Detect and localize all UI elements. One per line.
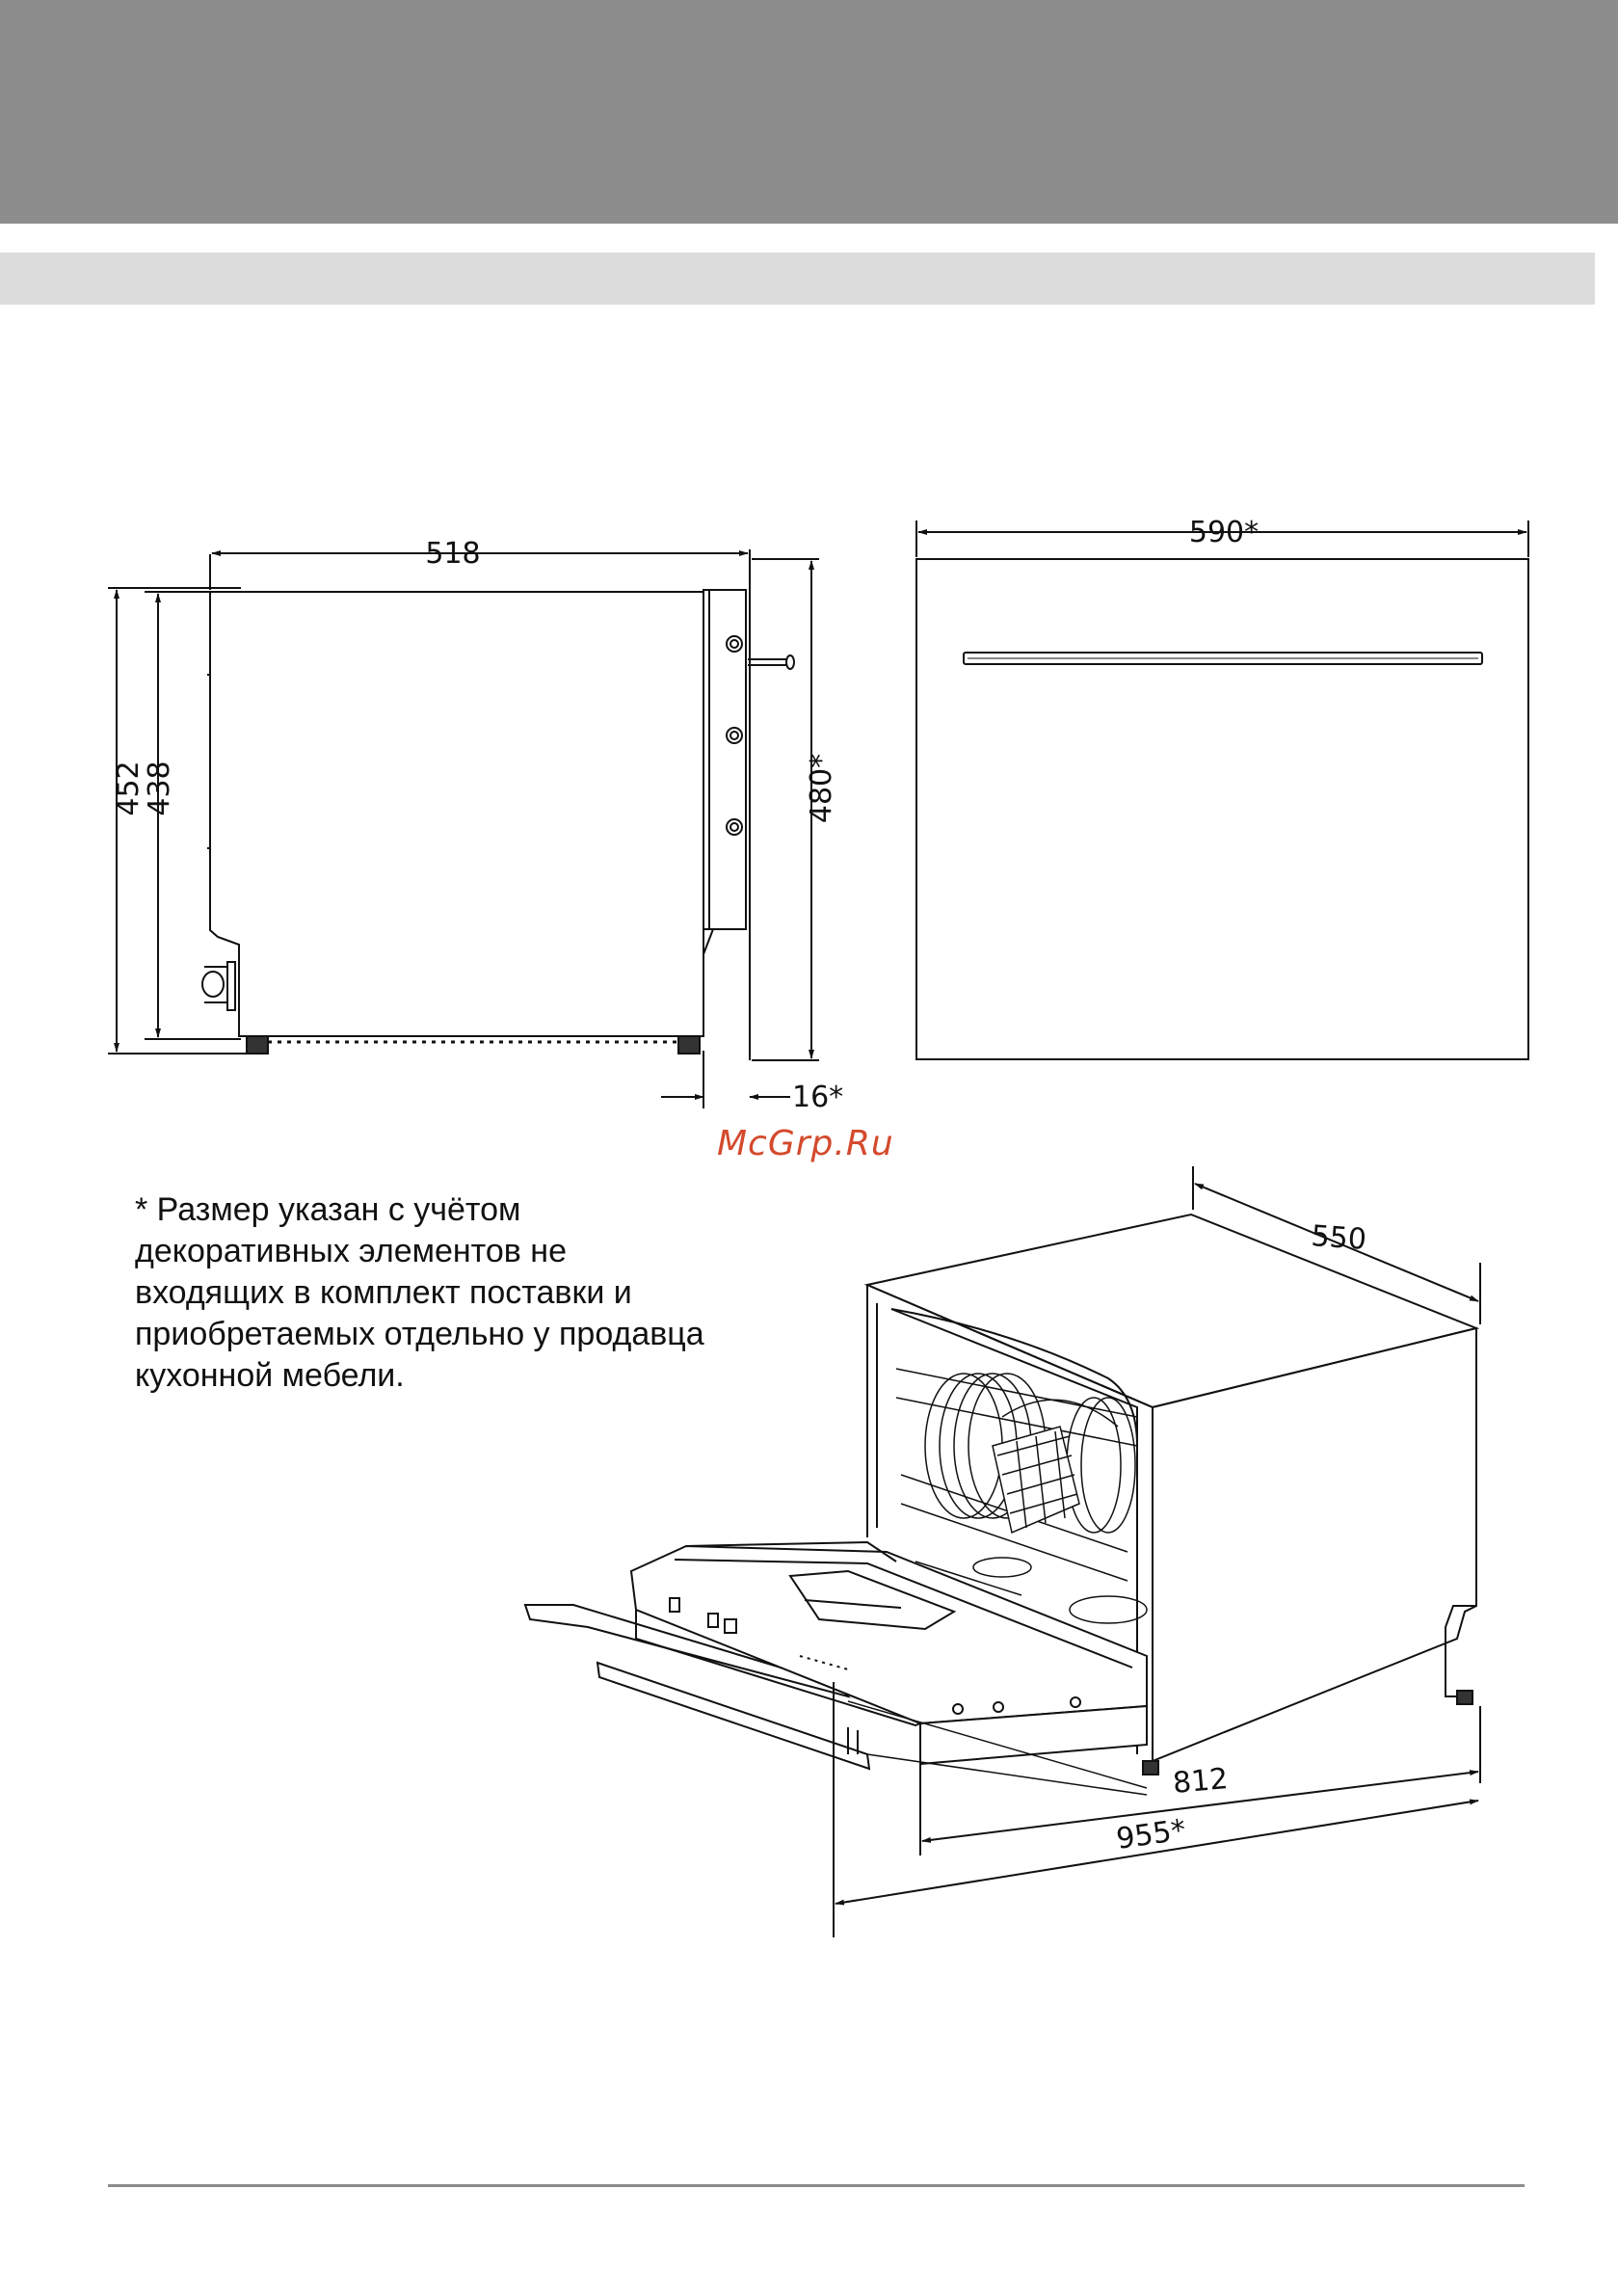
dim-side-height-body: 438 (143, 761, 176, 815)
front-view (916, 559, 1528, 1059)
dim-side-decor-depth: 16* (792, 1081, 843, 1114)
dim-side-height-decor: 480* (805, 754, 838, 823)
footnote: * Размер указан с учётом декоративных эл… (135, 1189, 809, 1397)
footnote-line: кухонной мебели. (135, 1355, 809, 1397)
footnote-line: приобретаемых отдельно у продавца (135, 1314, 809, 1355)
dim-side-width: 518 (425, 537, 480, 571)
footnote-line: входящих в комплект поставки и (135, 1272, 809, 1314)
watermark: McGrp.Ru (717, 1124, 894, 1163)
dim-perspective-open-depth: 812 (1172, 1762, 1230, 1801)
footer-rule (108, 2184, 1525, 2187)
footnote-line: декоративных элементов не (135, 1231, 809, 1272)
dim-front-width: 590* (1189, 516, 1259, 549)
footnote-line: * Размер указан с учётом (135, 1189, 809, 1231)
dim-perspective-open-depth-decor: 955* (1114, 1813, 1187, 1856)
side-view (202, 557, 794, 1060)
dim-perspective-depth: 550 (1310, 1219, 1367, 1257)
dim-side-height-total: 452 (112, 761, 146, 815)
